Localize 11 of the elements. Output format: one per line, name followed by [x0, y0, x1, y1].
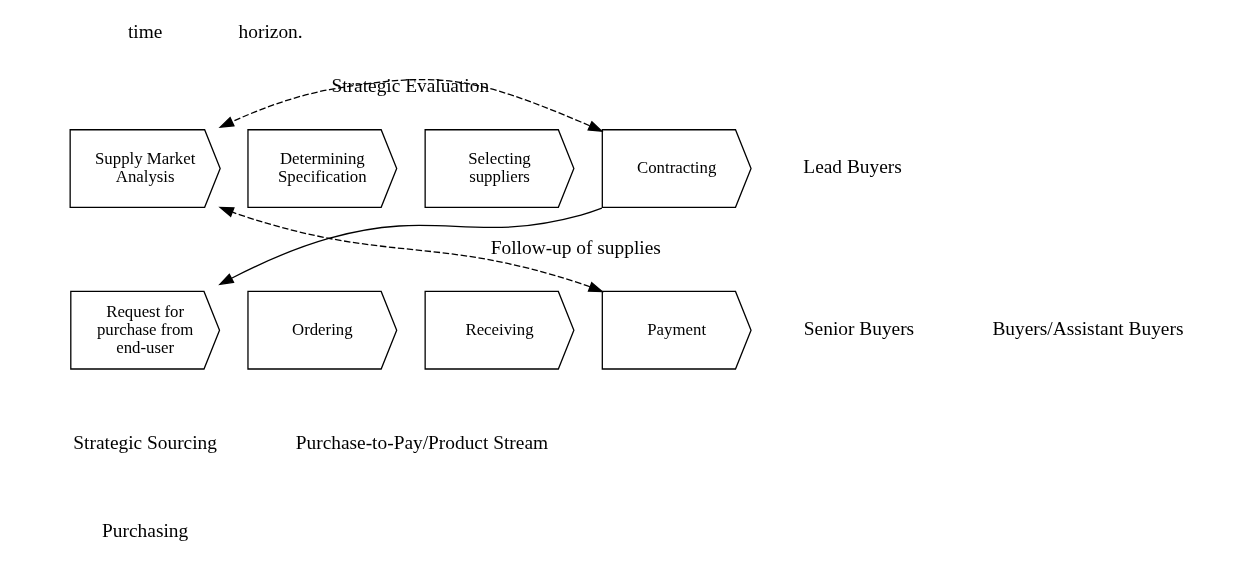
- arrow: [218, 78, 604, 132]
- edge-label: Strategic Evaluation: [331, 75, 490, 97]
- label: Senior Buyers: [803, 317, 915, 339]
- label: Lead Buyers: [803, 156, 902, 178]
- label: horizon.: [238, 20, 303, 42]
- label: Buyers/Assistant Buyers: [992, 317, 1184, 339]
- label: Strategic Sourcing: [73, 432, 217, 454]
- edge-label: Follow-up of supplies: [490, 236, 661, 258]
- label: Purchase-to-Pay/Product Stream: [295, 432, 549, 454]
- label: Purchasing: [102, 520, 189, 542]
- label: time: [127, 20, 163, 42]
